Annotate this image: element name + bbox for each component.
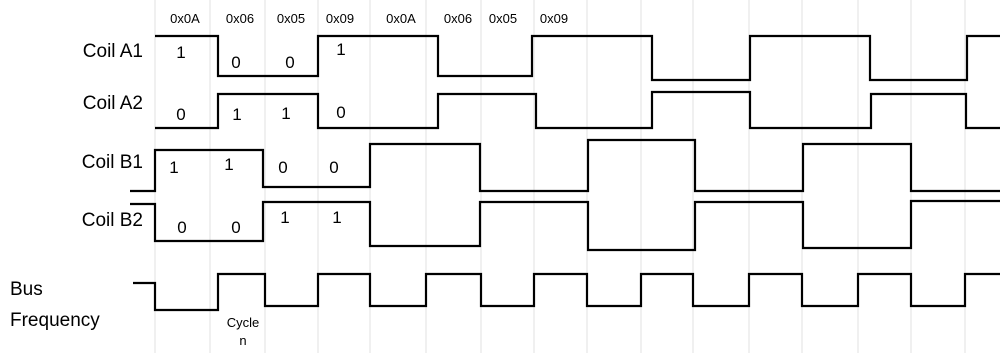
frequency-label: Frequency	[10, 310, 100, 331]
coil-b1-bit: 1	[224, 155, 233, 174]
signal-label-coil-a1: Coil A1	[83, 41, 143, 62]
signal-label-coil-b2: Coil B2	[82, 210, 143, 231]
grid	[154, 0, 966, 353]
hex-code-label: 0x06	[444, 11, 472, 26]
hex-code-label: 0x0A	[386, 11, 416, 26]
hex-code-label: 0x06	[226, 11, 254, 26]
coil-a1-waveform	[155, 34, 1000, 82]
coil-b1-bit: 0	[329, 158, 338, 177]
coil-a1-bit: 0	[285, 53, 294, 72]
hex-code-label: 0x05	[277, 11, 305, 26]
coil-b2-bit: 0	[177, 218, 186, 237]
coil-b2-waveform	[130, 199, 1000, 252]
coil-a1-bit: 0	[231, 53, 240, 72]
bus-label: Bus	[10, 279, 43, 300]
coil-b1-bit: 1	[169, 158, 178, 177]
signal-label-coil-a2: Coil A2	[83, 93, 143, 114]
bus-frequency-waveform	[133, 272, 1000, 312]
coil-a1-bit: 1	[336, 40, 345, 59]
hex-code-label: 0x09	[326, 11, 354, 26]
coil-b1-waveform	[130, 138, 1000, 193]
cycle-index-label: n	[239, 333, 246, 348]
coil-a2-waveform	[155, 90, 1000, 130]
coil-b2-bit: 1	[280, 208, 289, 227]
coil-b2-bit: 1	[332, 208, 341, 227]
coil-b1-bit: 0	[278, 158, 287, 177]
coil-a2-bit: 0	[176, 105, 185, 124]
hex-code-label: 0x05	[489, 11, 517, 26]
cycle-label: Cycle	[227, 315, 260, 330]
hex-code-label: 0x09	[540, 11, 568, 26]
coil-a2-bit: 0	[336, 103, 345, 122]
coil-a2-bit: 1	[281, 104, 290, 123]
hex-code-label: 0x0A	[170, 11, 200, 26]
coil-a2-bit: 1	[232, 105, 241, 124]
signal-label-coil-b1: Coil B1	[82, 152, 143, 173]
coil-b2-bit: 0	[231, 218, 240, 237]
coil-a1-bit: 1	[176, 43, 185, 62]
